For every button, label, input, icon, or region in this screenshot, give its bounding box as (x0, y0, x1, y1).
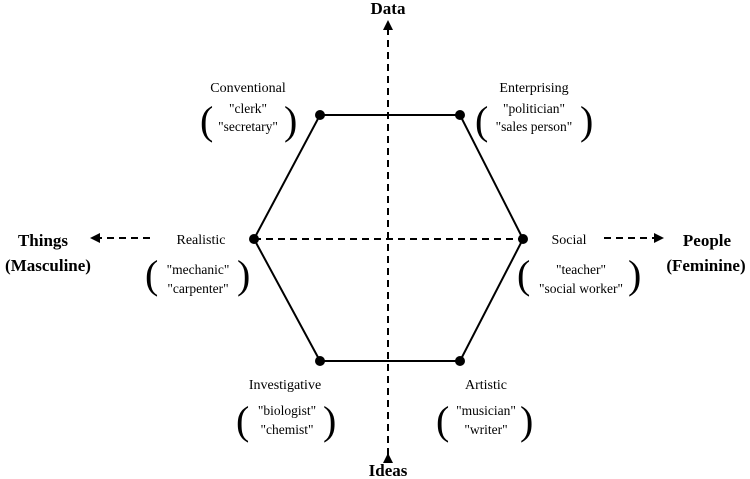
social-label: Social (552, 233, 587, 248)
artistic-left-paren: ( (436, 398, 449, 443)
artistic-example-2: "writer" (464, 422, 507, 437)
feminine-axis-subtitle: (Feminine) (666, 256, 745, 275)
ideas-axis-title: Ideas (369, 461, 408, 479)
conventional-group: Conventional ( "clerk" "secretary" ) (200, 81, 297, 143)
conventional-example-2: "secretary" (218, 119, 278, 134)
conventional-left-paren: ( (200, 98, 213, 143)
masculine-axis-subtitle: (Masculine) (5, 256, 91, 275)
realistic-group: Realistic ( "mechanic" "carpenter" ) (145, 233, 250, 297)
conventional-label: Conventional (210, 81, 286, 96)
things-axis-title: Things (18, 231, 68, 250)
investigative-label: Investigative (249, 378, 321, 393)
investigative-group: Investigative ( "biologist" "chemist" ) (236, 378, 336, 443)
enterprising-vertex (455, 110, 465, 120)
social-group: Social ( "teacher" "social worker" ) (517, 233, 641, 297)
social-left-paren: ( (517, 252, 530, 297)
social-vertex (518, 234, 528, 244)
realistic-label: Realistic (177, 233, 226, 248)
people-axis-title: People (683, 231, 732, 250)
realistic-left-paren: ( (145, 252, 158, 297)
artistic-example-1: "musician" (456, 403, 516, 418)
investigative-left-paren: ( (236, 398, 249, 443)
enterprising-label: Enterprising (499, 81, 568, 96)
enterprising-group: Enterprising ( "politician" "sales perso… (475, 81, 593, 143)
social-example-1: "teacher" (556, 262, 606, 277)
enterprising-left-paren: ( (475, 98, 488, 143)
artistic-right-paren: ) (520, 398, 533, 443)
social-example-2: "social worker" (539, 281, 623, 296)
investigative-vertex (315, 356, 325, 366)
investigative-right-paren: ) (323, 398, 336, 443)
artistic-vertex (455, 356, 465, 366)
artistic-group: Artistic ( "musician" "writer" ) (436, 378, 533, 443)
conventional-vertex (315, 110, 325, 120)
realistic-right-paren: ) (237, 252, 250, 297)
realistic-example-1: "mechanic" (167, 262, 230, 277)
conventional-example-1: "clerk" (229, 101, 267, 116)
investigative-example-2: "chemist" (260, 422, 313, 437)
enterprising-right-paren: ) (580, 98, 593, 143)
data-axis-title: Data (371, 0, 406, 18)
investigative-example-1: "biologist" (258, 403, 316, 418)
social-right-paren: ) (628, 252, 641, 297)
conventional-right-paren: ) (284, 98, 297, 143)
enterprising-example-2: "sales person" (496, 119, 573, 134)
artistic-label: Artistic (465, 378, 507, 393)
realistic-example-2: "carpenter" (167, 281, 228, 296)
enterprising-example-1: "politician" (503, 101, 565, 116)
realistic-vertex (249, 234, 259, 244)
